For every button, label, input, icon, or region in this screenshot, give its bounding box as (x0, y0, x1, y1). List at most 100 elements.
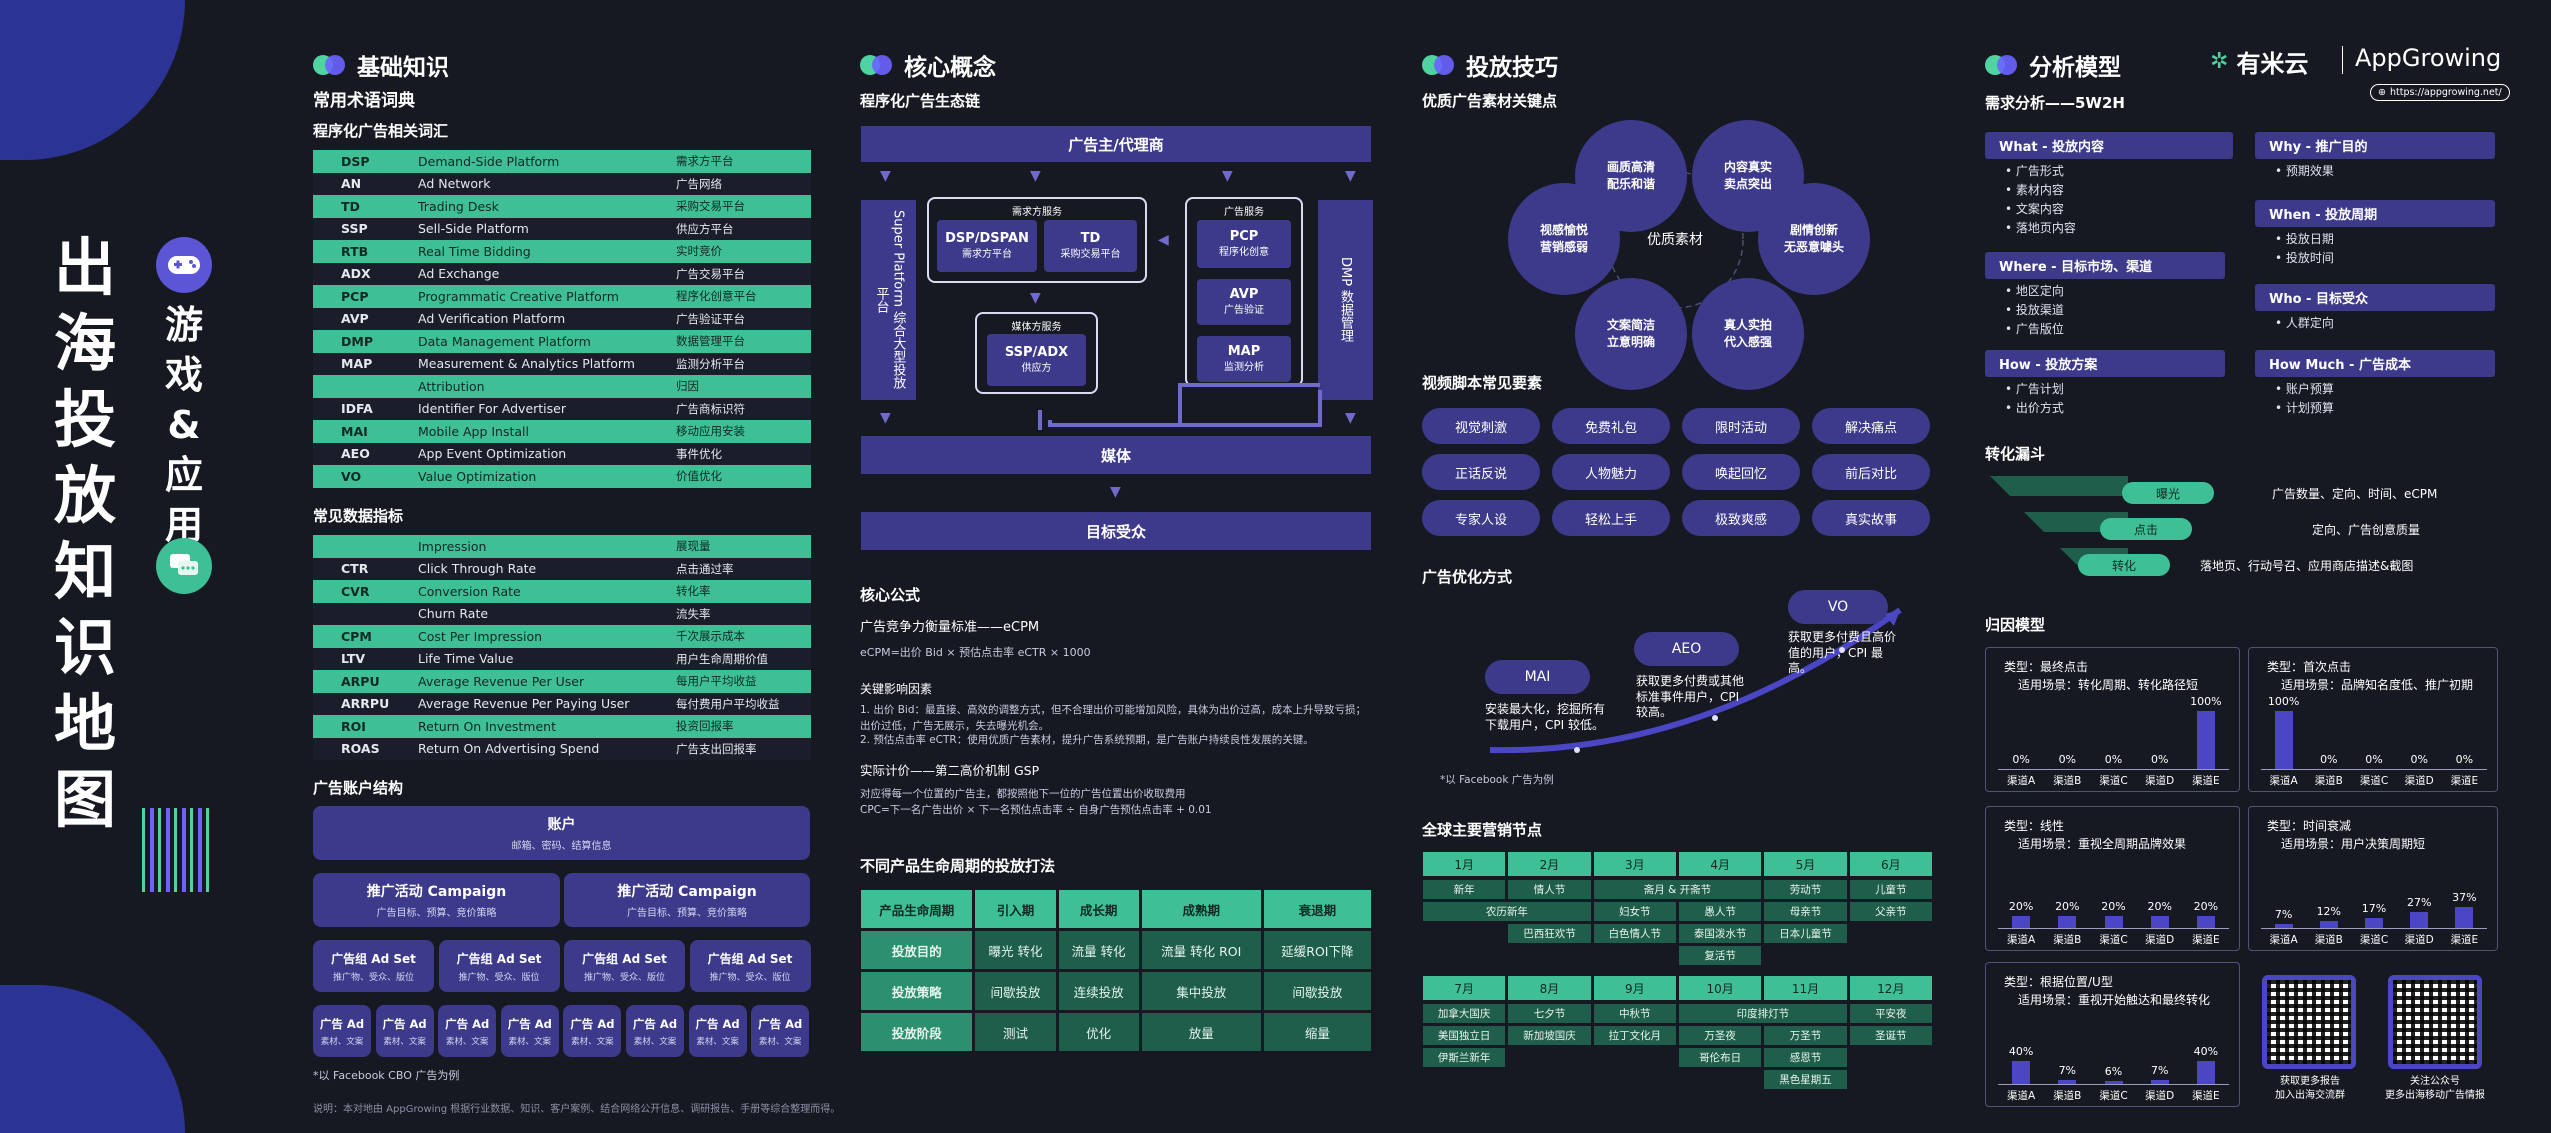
bar (2274, 711, 2293, 769)
term-full: Cost Per Impression (418, 628, 543, 644)
section-models: 分析模型 (1985, 48, 2121, 82)
term-abbr: SSP (341, 221, 368, 237)
model-scene: 适用场景：重视开始触达和最终转化 (2018, 993, 2211, 1007)
opt-note: *以 Facebook 广告为例 (1440, 774, 1554, 786)
side-title: 游戏&应用 (164, 303, 203, 547)
formula-title: 核心公式 (860, 586, 921, 604)
arrow-down-icon: ▼ (1345, 410, 1356, 426)
five-w-card: How Much - 广告成本 (2255, 350, 2495, 377)
calendar-event: 黑色星期五 (1764, 1070, 1847, 1089)
list-item: 账户预算 (2275, 380, 2334, 399)
channel-label: 渠道A (2269, 775, 2298, 787)
term-full: App Event Optimization (418, 446, 567, 462)
ecpm-formula: eCPM=出价 Bid × 预估点击率 eCTR × 1000 (860, 646, 1091, 659)
five-w-card: How - 投放方案 (1985, 350, 2225, 377)
calendar-event: 父亲节 (1849, 902, 1932, 921)
term-abbr: AEO (341, 446, 370, 462)
term-full: Ad Network (418, 176, 491, 192)
aeo-badge: AEO (1634, 632, 1739, 666)
term-full: Demand-Side Platform (418, 153, 560, 169)
bar (2365, 918, 2383, 928)
adset-sub: 推广物、受众、版位 (458, 972, 540, 983)
qr-code[interactable] (2388, 975, 2482, 1069)
list-item: 地区定向 (2005, 282, 2064, 301)
term-cn: 采购交易平台 (676, 199, 745, 214)
month-header: 1月 (1423, 852, 1506, 876)
bar (2150, 1079, 2169, 1084)
chart-axis (1998, 769, 2229, 770)
bar-label: 0% (2410, 753, 2428, 766)
term-abbr: AVP (341, 311, 369, 327)
gamepad-icon (156, 237, 212, 293)
chart-axis (2261, 769, 2487, 770)
channel-label: 渠道A (2007, 1090, 2036, 1102)
calendar-event: 愚人节 (1679, 902, 1762, 921)
channel-label: 渠道E (2450, 934, 2479, 946)
lifecycle-cell: 集中投放 (1141, 972, 1261, 1010)
model-scene: 适用场景：重视全周期品牌效果 (2018, 837, 2187, 851)
bar-label: 0% (2365, 753, 2383, 766)
eco-title: 程序化广告生态链 (860, 92, 981, 110)
term-full: Sell-Side Platform (418, 221, 529, 237)
term-full: Return On Investment (418, 718, 556, 734)
globe-icon: ⊕ (2378, 87, 2386, 98)
term-abbr: AN (341, 176, 362, 192)
term-full: Measurement & Analytics Platform (418, 356, 635, 372)
factor-2: 2. 预估点击率 eCTR：使用优质广告素材，提升广告系统预期，是广告账户持续良… (860, 734, 1314, 746)
vo-badge: VO (1788, 590, 1888, 624)
term-full: Real Time Bidding (418, 243, 531, 259)
funnel-desc: 定向、广告创意质量 (2312, 523, 2421, 537)
model-type: 类型：最终点击 (2004, 660, 2089, 674)
arrow-down-icon: ▼ (880, 410, 891, 426)
five-w-card: Who - 目标受众 (2255, 284, 2495, 311)
list-item: 出价方式 (2005, 399, 2064, 418)
section-tips: 投放技巧 (1422, 48, 1558, 82)
script-tag: 正话反说 (1422, 454, 1540, 490)
model-scene: 适用场景：品牌知名度低、推广初期 (2281, 678, 2474, 692)
calendar-event: 新加坡国庆 (1508, 1026, 1591, 1045)
calendar-event: 伊斯兰新年 (1423, 1048, 1506, 1067)
bar-label: 0% (2012, 753, 2030, 766)
super-platform-box: Super Platform 综合大型投放平台 (861, 200, 916, 400)
dmp-box: DMP 数据管理 (1318, 200, 1373, 400)
calendar-event: 劳动节 (1764, 880, 1847, 899)
bar (2012, 1060, 2031, 1084)
bar (2196, 711, 2215, 769)
adset-title: 广告组 Ad Set (331, 951, 416, 966)
qr-code[interactable] (2262, 975, 2356, 1069)
channel-label: 渠道C (2099, 1090, 2128, 1102)
adset-sub: 推广物、受众、版位 (583, 972, 665, 983)
term-abbr: IDFA (341, 401, 373, 417)
lifecycle-header: 成熟期 (1141, 890, 1261, 928)
term-full: Life Time Value (418, 651, 514, 667)
term-full: Average Revenue Per User (418, 673, 585, 689)
channel-label: 渠道E (2192, 1090, 2220, 1102)
opt-curve (1489, 607, 1902, 754)
funnel-desc: 广告数量、定向、时间、eCPM (2272, 487, 2438, 501)
footer-note: 说明：本对地由 AppGrowing 根据行业数据、知识、客户案例、结合网络公开… (313, 1104, 841, 1115)
channel-label: 渠道E (2192, 934, 2220, 946)
term-abbr: PCP (341, 288, 369, 304)
calendar-event: 万圣夜 (1679, 1026, 1762, 1045)
url-badge[interactable]: ⊕https://appgrowing.net/ (2370, 84, 2510, 101)
appgrowing-logo: AppGrowing (2355, 44, 2502, 72)
opt-title: 广告优化方式 (1422, 568, 1513, 586)
term-full: Programmatic Creative Platform (418, 288, 619, 304)
bar-label: 17% (2361, 902, 2387, 916)
ad-sub: 素材、文案 (758, 1036, 802, 1047)
adset-title: 广告组 Ad Set (582, 951, 667, 966)
term-cn: 数据管理平台 (676, 334, 745, 349)
